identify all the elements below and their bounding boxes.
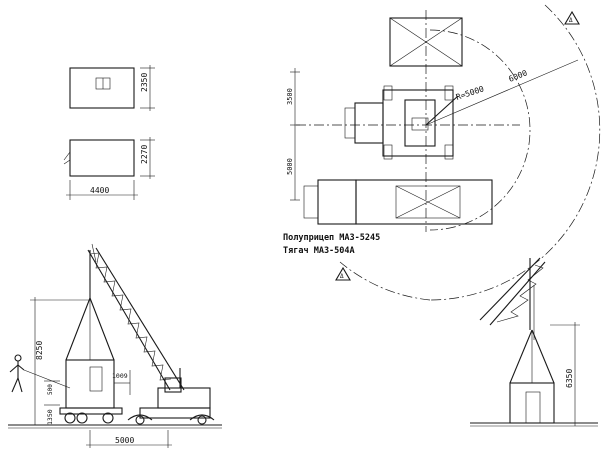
person-figure — [9, 354, 71, 393]
semitrailer-label: Полуприцеп МАЗ-5245 — [283, 233, 380, 243]
crane-height-label: 8250 — [35, 341, 44, 360]
crane-radius-label: 5000 — [115, 436, 134, 445]
svg-text:Δ: Δ — [569, 17, 573, 24]
svg-text:Δ: Δ — [340, 273, 344, 280]
small-dim-label: 1009 — [112, 372, 128, 380]
cabin-views: 2350 2270 4400 — [63, 65, 155, 200]
plan-view: R=5000 6000 3500 5000 Δ Δ Полуприцеп МАЗ… — [283, 4, 601, 301]
plan-dim2-label: 5000 — [286, 158, 294, 175]
plan-dim1-label: 3500 — [286, 88, 294, 105]
mid-height-label: 500 — [47, 384, 54, 395]
cabin-length-label: 4400 — [90, 186, 109, 195]
base-height-label: 1350 — [46, 409, 54, 425]
crane-boom — [87, 243, 185, 391]
right-height-label: 6350 — [565, 369, 574, 388]
crane-lifting-view: 8250 500 1350 1009 5000 — [8, 243, 222, 448]
cabin-height-label: 2350 — [140, 73, 149, 92]
lift-detail-view: 6350 — [470, 257, 598, 427]
plan-radius-label: R=5000 — [455, 84, 485, 102]
tractor-label: Тягач МАЗ-504А — [283, 246, 355, 256]
cabin-height2-label: 2270 — [140, 145, 149, 164]
